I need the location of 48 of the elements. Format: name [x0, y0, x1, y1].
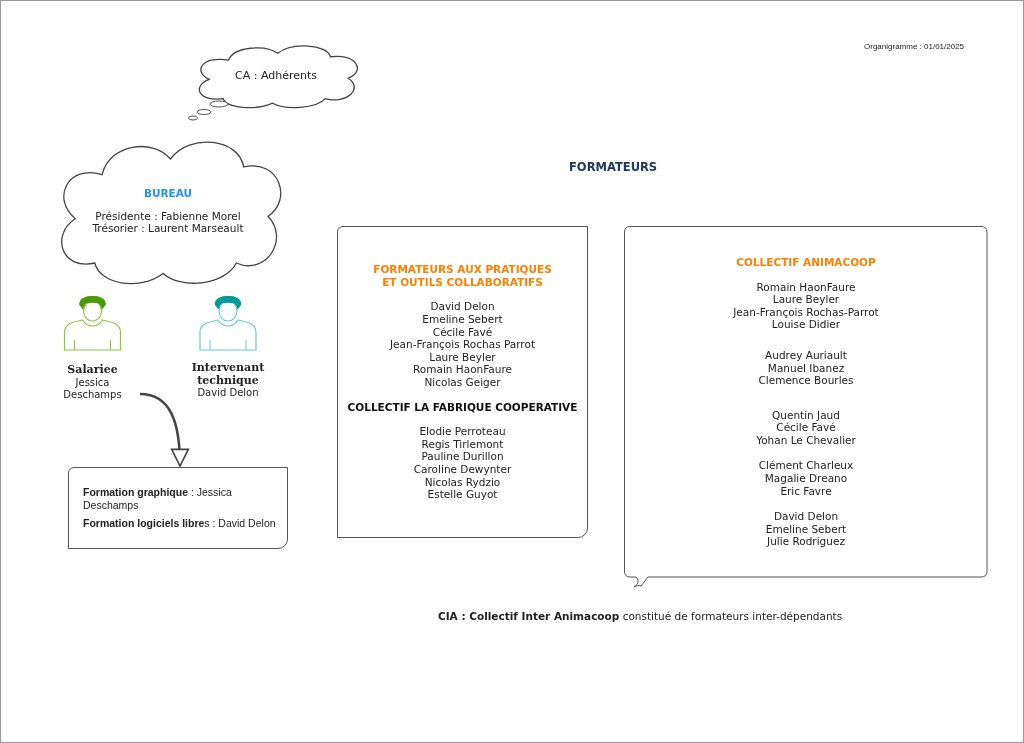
member-name: Julie Rodriguez [767, 535, 845, 549]
person-name: Jessica Deschamps [62, 376, 123, 402]
member-name: Clemence Bourles [758, 374, 854, 387]
member-name: Clément Charleux [758, 459, 854, 473]
group-heading: COLLECTIF ANIMACOOP [736, 255, 876, 269]
role-title: Intervenant technique [190, 362, 266, 388]
group-heading: FORMATEURS AUX PRATIQUES ET OUTILS COLLABORATIFS [372, 263, 553, 289]
member-name: Cécile Favé [776, 421, 836, 434]
member-name: Laure Beyler [429, 350, 496, 364]
member-name: Audrey Auriault [765, 348, 847, 362]
member-name: Elodie Perroteau [419, 425, 506, 438]
curved-arrow [139, 392, 189, 467]
person-name: David Delon [197, 387, 259, 400]
member-name: David Delon [430, 300, 495, 314]
member-name: Estelle Guyot [427, 488, 498, 501]
member-name: Nicolas Rydzio [424, 475, 501, 489]
member-name: Eric Favre [780, 484, 832, 498]
text-box [68, 467, 288, 549]
member-name: Nicolas Geiger [424, 376, 501, 389]
training-text: Formation graphique : Jessica Deschamps [83, 486, 233, 512]
member-name: Manuel Ibanez [767, 361, 845, 375]
group-heading: COLLECTIF LA FABRIQUE COOPERATIVE [347, 400, 578, 414]
member-name: Pauline Durillon [421, 450, 504, 463]
member-name: Magalie Dreano [764, 472, 848, 485]
caption: CIA : Collectif Inter Animacoop constitué de formateurs inter-dépendants [438, 610, 843, 622]
member-name: Présidente : Fabienne Morel [95, 209, 241, 223]
member-name: Regis Tirlemont [421, 437, 504, 451]
member-name: Trésorier : Laurent Marseault [92, 222, 244, 235]
member-name: Caroline Dewynter [413, 462, 512, 476]
section-title: FORMATEURS [569, 160, 658, 174]
training-text: Formation logiciels libres : David Delon [83, 517, 276, 530]
member-name: Romain HaonFaure [756, 280, 856, 294]
member-name: Emeline Sebert [422, 313, 503, 326]
member-name: Laure Beyler [772, 293, 840, 306]
member-name: Quentin Jaud [772, 408, 840, 422]
member-name: David Delon [773, 510, 839, 523]
member-name: Louise Didier [771, 318, 841, 331]
member-name: Yohan Le Chevalier [756, 433, 856, 447]
text-box [337, 226, 588, 538]
member-name: Emeline Sebert [765, 522, 847, 536]
role-title: Salariee [67, 364, 118, 377]
member-name: Romain HaonFaure [413, 363, 512, 376]
member-name: Cécile Favé [432, 325, 493, 339]
member-name: Jean-François Rochas-Parrot [733, 305, 879, 319]
date-note: Organigramme : 01/01/2025 [864, 42, 965, 51]
member-name: Jean-François Rochas Parrot [390, 338, 535, 351]
cloud-label: CA : Adhérents [235, 69, 317, 83]
group-heading: BUREAU [143, 187, 193, 200]
